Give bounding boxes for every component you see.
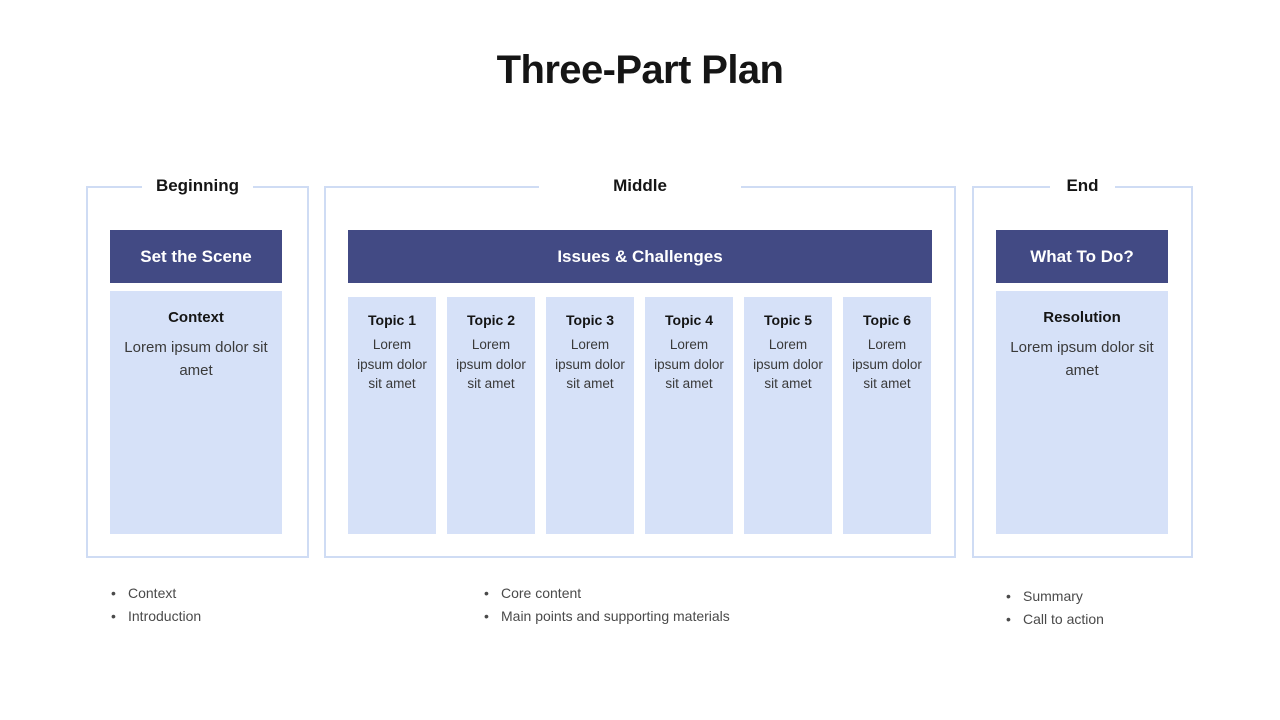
frame-top-right-segment (253, 186, 309, 188)
bullet-marker-icon: • (111, 607, 116, 624)
topic-card-title: Topic 3 (566, 312, 614, 328)
topic-card-title: Topic 2 (467, 312, 515, 328)
bullet-marker-icon: • (1006, 610, 1011, 627)
topic-card-3[interactable]: Topic 3 Lorem ipsum dolor sit amet (546, 297, 634, 534)
section-end: End What To Do? Resolution Lorem ipsum d… (972, 176, 1193, 558)
section-frame-middle (324, 186, 956, 558)
content-card-resolution[interactable]: Resolution Lorem ipsum dolor sit amet (996, 291, 1168, 534)
section-middle: Middle Issues & Challenges Topic 1 Lorem… (324, 176, 956, 558)
bullet-list-beginning: • Context • Introduction (111, 582, 321, 627)
topic-card-body: Lorem ipsum dolor sit amet (456, 337, 526, 391)
frame-top-left-segment (86, 186, 142, 188)
frame-top-right-segment (741, 186, 956, 188)
topic-card-body: Lorem ipsum dolor sit amet (357, 337, 427, 391)
content-card-title: Resolution (1043, 309, 1121, 326)
topic-card-1[interactable]: Topic 1 Lorem ipsum dolor sit amet (348, 297, 436, 534)
section-header-bar-beginning[interactable]: Set the Scene (110, 230, 282, 283)
section-label-end: End (1066, 176, 1099, 195)
topic-card-title: Topic 4 (665, 312, 713, 328)
section-beginning: Beginning Set the Scene Context Lorem ip… (86, 176, 309, 558)
list-item: • Introduction (111, 605, 321, 628)
section-header-bar-end[interactable]: What To Do? (996, 230, 1168, 283)
bullet-marker-icon: • (484, 607, 489, 624)
list-item: • Summary (1006, 585, 1216, 608)
topic-card-body: Lorem ipsum dolor sit amet (654, 337, 724, 391)
list-item: • Call to action (1006, 608, 1216, 631)
page-title: Three-Part Plan (496, 48, 784, 92)
topic-card-6[interactable]: Topic 6 Lorem ipsum dolor sit amet (843, 297, 931, 534)
list-item-label: Introduction (128, 607, 202, 624)
list-item-label: Summary (1023, 588, 1083, 604)
frame-top-left-segment (972, 186, 1050, 188)
topic-card-4[interactable]: Topic 4 Lorem ipsum dolor sit amet (645, 297, 733, 534)
content-card-body: Lorem ipsum dolor sit amet (1010, 339, 1154, 379)
list-item-label: Call to action (1023, 610, 1104, 627)
bullet-list-end: • Summary • Call to action (1006, 585, 1216, 630)
content-card-title: Context (168, 309, 224, 326)
list-item-label: Main points and supporting materials (501, 607, 730, 624)
topic-card-title: Topic 6 (863, 312, 911, 328)
frame-top-right-segment (1115, 186, 1193, 188)
section-header-bar-middle[interactable]: Issues & Challenges (348, 230, 932, 283)
list-item: • Main points and supporting materials (484, 605, 904, 628)
bullet-list-middle: • Core content • Main points and support… (484, 582, 904, 627)
topic-card-body: Lorem ipsum dolor sit amet (753, 337, 823, 391)
section-label-beginning: Beginning (155, 176, 240, 195)
frame-top-left-segment (324, 186, 539, 188)
section-label-middle: Middle (613, 176, 667, 195)
topic-card-2[interactable]: Topic 2 Lorem ipsum dolor sit amet (447, 297, 535, 534)
list-item: • Core content (484, 582, 904, 605)
topic-card-5[interactable]: Topic 5 Lorem ipsum dolor sit amet (744, 297, 832, 534)
topic-card-title: Topic 5 (764, 312, 812, 328)
topic-card-body: Lorem ipsum dolor sit amet (555, 337, 625, 391)
bullet-marker-icon: • (1006, 588, 1011, 604)
list-item-label: Context (128, 585, 177, 601)
bullet-marker-icon: • (484, 585, 489, 601)
topic-card-body: Lorem ipsum dolor sit amet (852, 337, 922, 391)
content-card-context[interactable]: Context Lorem ipsum dolor sit amet (110, 291, 282, 534)
content-card-body: Lorem ipsum dolor sit amet (124, 339, 268, 379)
list-item-label: Core content (501, 585, 582, 601)
list-item: • Context (111, 582, 321, 605)
section-frame-end (972, 186, 1193, 558)
bullet-marker-icon: • (111, 585, 116, 601)
section-frame-beginning (86, 186, 309, 558)
topic-card-title: Topic 1 (368, 312, 416, 328)
